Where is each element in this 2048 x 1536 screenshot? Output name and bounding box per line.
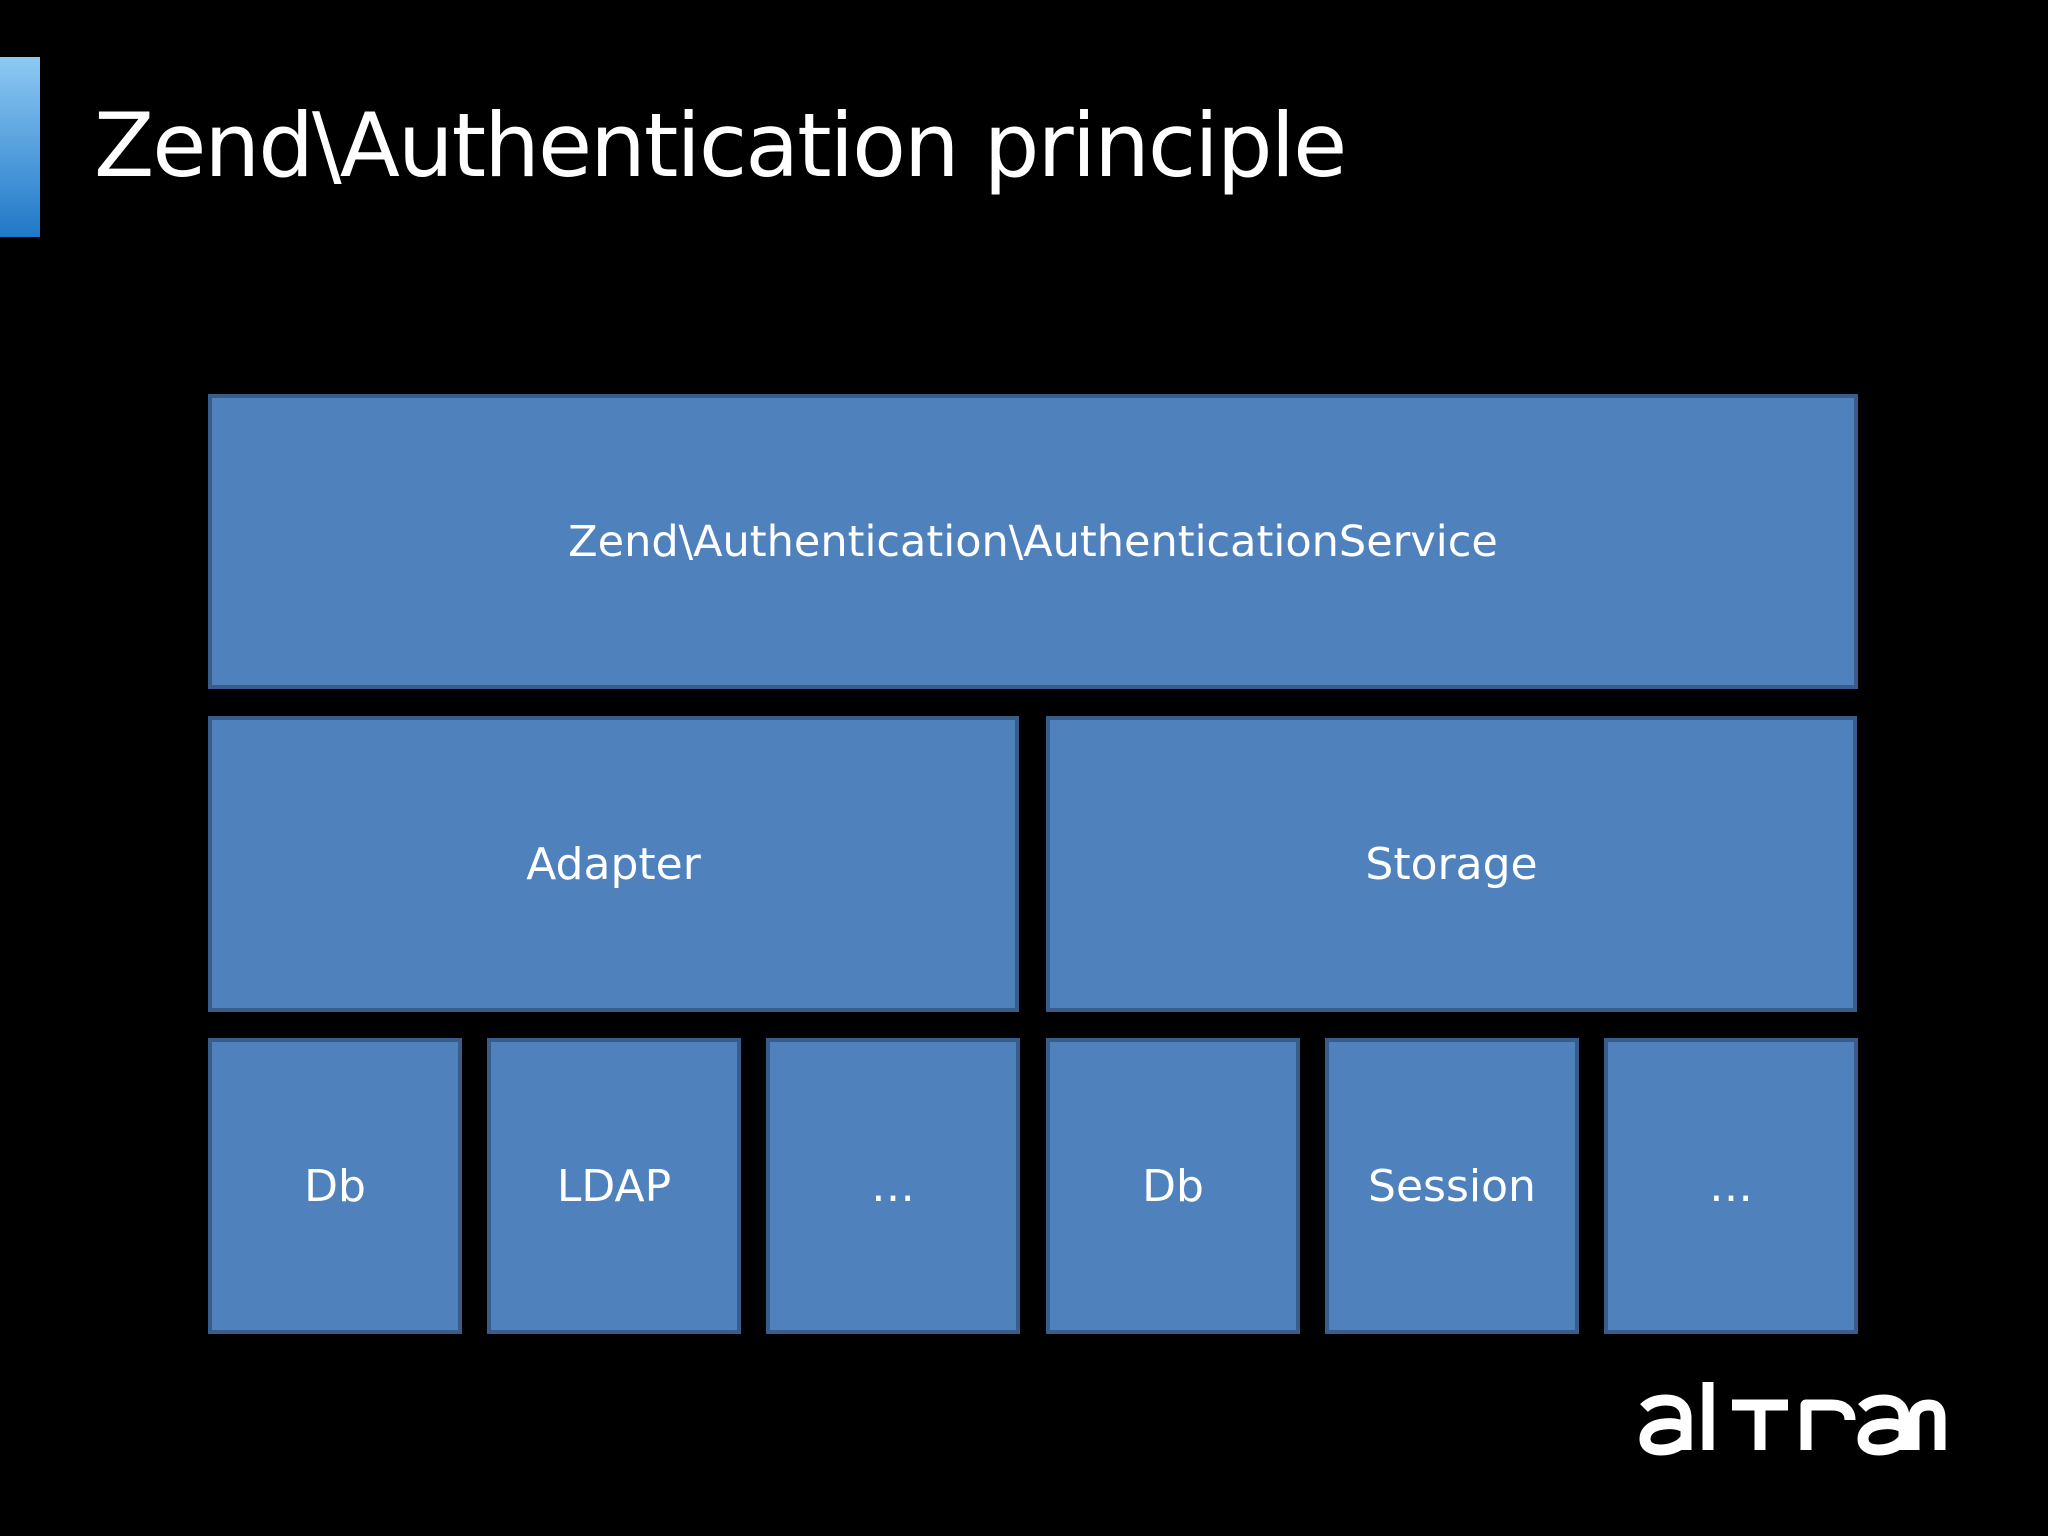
authentication-service-label: Zend\Authentication\AuthenticationServic… [568,516,1498,567]
adapter-box: Adapter [208,716,1019,1012]
adapter-more-label: … [871,1160,915,1212]
storage-more-box: … [1604,1038,1858,1334]
storage-session-label: Session [1368,1160,1536,1212]
adapter-db-label: Db [304,1160,366,1212]
adapter-ldap-label: LDAP [556,1160,672,1212]
adapter-ldap-box: LDAP [487,1038,741,1334]
storage-box: Storage [1046,716,1857,1012]
storage-db-label: Db [1142,1160,1204,1212]
title-accent-bar [0,57,40,237]
adapter-more-box: … [766,1038,1020,1334]
adapter-label: Adapter [526,838,701,890]
storage-more-label: … [1709,1160,1753,1212]
authentication-service-box: Zend\Authentication\AuthenticationServic… [208,394,1858,689]
adapter-db-box: Db [208,1038,462,1334]
altran-logo-icon [1639,1382,1946,1456]
slide-title: Zend\Authentication principle [94,94,1347,197]
storage-db-box: Db [1046,1038,1300,1334]
storage-session-box: Session [1325,1038,1579,1334]
storage-label: Storage [1365,838,1538,890]
